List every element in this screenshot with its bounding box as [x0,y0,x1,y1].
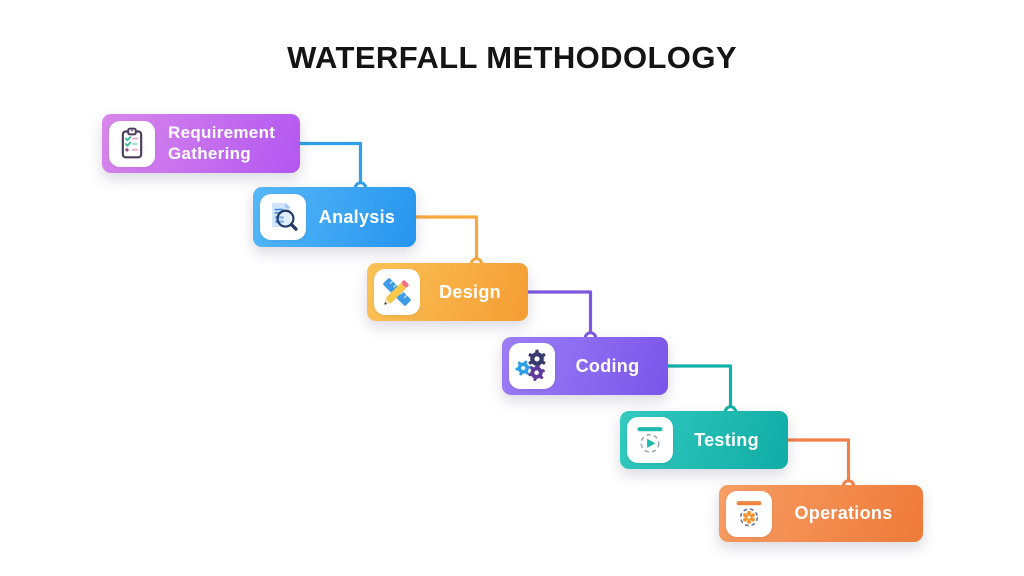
stage-icon-tile [509,343,555,389]
connector-line-coding-to-testing [668,364,733,410]
stage-icon-tile [260,194,306,240]
diagram-title: WATERFALL METHODOLOGY [287,40,737,75]
gears-icon [513,349,547,383]
clipboard-checklist-icon [121,127,143,158]
stage-label: Analysis [318,206,396,227]
stage-label: Coding [575,355,640,376]
connector-line-design-to-coding [528,290,593,336]
stage-box-analysis: Analysis [253,187,416,247]
stage-box-design: Design [367,263,528,321]
stage-box-operations: Operations [719,485,923,542]
stage-box-coding: Coding [502,337,668,395]
stage-icon-tile [627,417,673,463]
operations-gear-icon [736,500,762,526]
test-run-icon [637,427,663,453]
stage-box-requirement-gathering: Requirement Gathering [102,114,300,173]
stage-label: Testing [694,429,759,450]
connector-line-analysis-to-design [416,215,479,262]
stage-icon-tile [726,490,772,537]
stage-label: Operations [794,503,893,523]
stage-box-testing: Testing [620,411,788,469]
stage-icon-tile [374,269,420,315]
stage-label: Design [439,281,501,302]
connector-line-testing-to-operations [788,438,851,484]
connector-line-requirement-to-analysis [300,141,363,186]
stage-label: Requirement Gathering [168,123,276,163]
ruler-pencil-icon [383,278,411,306]
document-magnifier-icon [272,202,298,231]
stage-icon-tile [109,120,155,167]
